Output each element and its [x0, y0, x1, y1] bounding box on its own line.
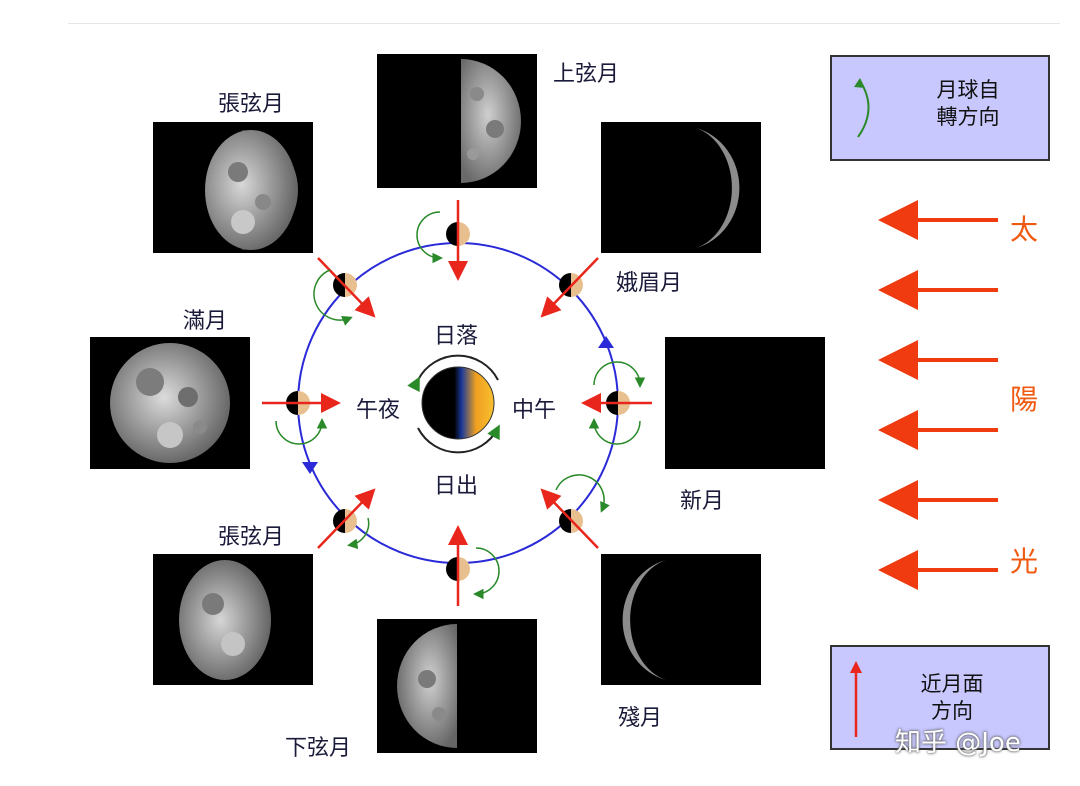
moon-photo-new	[665, 337, 825, 469]
orbit-direction-arrow-right	[598, 336, 614, 348]
moon-photo-full	[90, 337, 250, 469]
label-new-moon: 新月	[680, 489, 725, 514]
label-waning-crescent: 殘月	[618, 706, 663, 731]
label-waxing-gibbous: 張弦月	[218, 92, 285, 117]
label-waxing-crescent: 娥眉月	[616, 271, 683, 296]
sunlight-char-1: 太	[1010, 213, 1039, 246]
sunlight-char-3: 光	[1010, 545, 1039, 578]
label-sunset: 日落	[434, 324, 479, 349]
orbit-direction-arrow-left	[302, 462, 318, 474]
orbit-moon-last-quarter	[446, 525, 500, 606]
near-side-arrow-icon	[850, 661, 862, 737]
legend-rotation-text: 月球自 轉方向	[898, 77, 1038, 131]
label-midnight: 午夜	[356, 398, 401, 423]
orbit-moon-waning-gibbous	[317, 488, 376, 550]
moon-photo-waxing-crescent	[601, 122, 761, 253]
moon-photo-last-quarter	[377, 619, 537, 753]
label-first-quarter: 上弦月	[553, 62, 620, 87]
legend-rotation-line1: 月球自	[936, 78, 1000, 102]
rotation-arrow-icon	[854, 78, 870, 138]
legend-rotation-line2: 轉方向	[936, 105, 1000, 129]
earth-rotation-arc-top	[407, 354, 499, 393]
label-last-quarter: 下弦月	[285, 736, 352, 761]
watermark: 知乎 @Joe	[895, 728, 1021, 758]
earth	[421, 366, 495, 440]
legend-near-side-line2: 方向	[931, 699, 973, 723]
moon-photo-first-quarter	[377, 54, 537, 188]
earth-rotation-arc-bottom	[417, 424, 500, 454]
orbit-moon-full	[262, 391, 341, 445]
legend-rotation: 月球自 轉方向	[830, 55, 1050, 161]
orbit-moon-waxing-crescent	[540, 257, 599, 318]
moon-photo-waning-gibbous	[153, 554, 313, 685]
label-full-moon: 滿月	[183, 309, 228, 334]
orbit-moon-waxing-gibbous	[313, 257, 376, 326]
sunlight-arrows	[878, 200, 998, 590]
orbit-moon-new	[581, 361, 652, 445]
moon-photo-waning-crescent	[601, 554, 761, 685]
legend-near-side-line1: 近月面	[920, 672, 984, 696]
label-noon: 中午	[512, 398, 557, 423]
orbit-moon-waning-crescent	[540, 474, 610, 549]
legend-near-side-text: 近月面 方向	[882, 671, 1022, 725]
label-waning-gibbous: 張弦月	[218, 525, 285, 550]
moon-photo-waxing-gibbous	[153, 122, 313, 253]
top-divider	[68, 23, 1060, 24]
sunlight-char-2: 陽	[1010, 383, 1039, 416]
orbit-moon-first-quarter	[416, 200, 470, 281]
label-sunrise: 日出	[434, 474, 479, 499]
legend-near-side: 近月面 方向	[830, 645, 1050, 750]
